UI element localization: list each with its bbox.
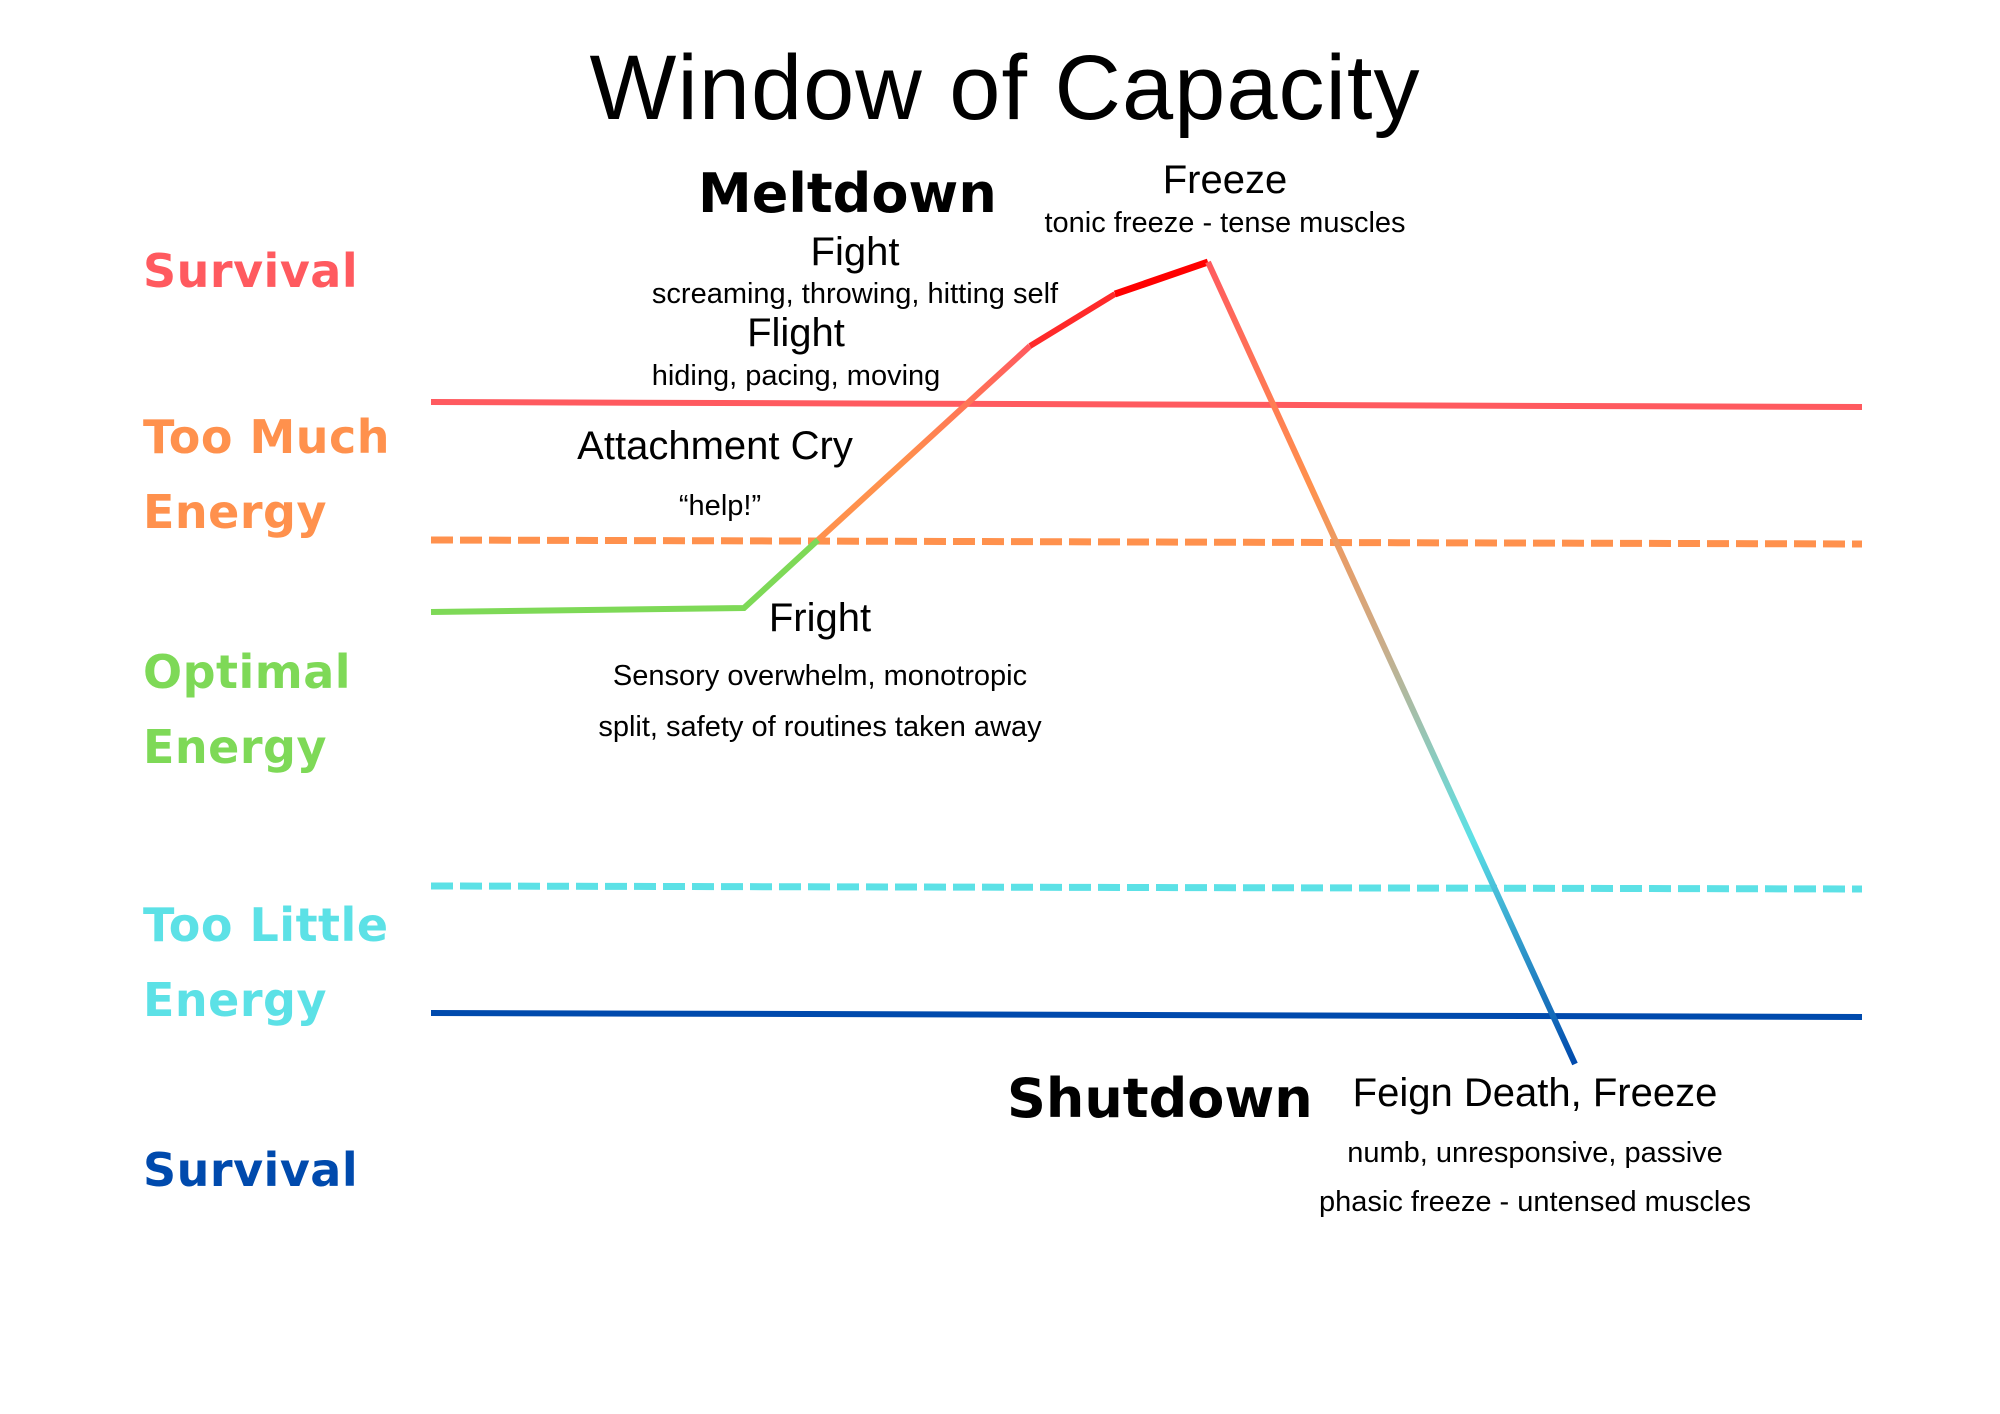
zone-label-too-little-line2: Energy — [143, 973, 327, 1027]
zone-label-upper-survival: Survival — [143, 244, 359, 298]
upper-window-dashed-line — [430, 536, 1863, 548]
freeze-path-segment — [1113, 258, 1210, 298]
feign-death-desc-line2: phasic freeze - untensed muscles — [1319, 1186, 1751, 1218]
fright-title: Fright — [768, 596, 872, 640]
zone-label-lower-survival: Survival — [143, 1143, 359, 1197]
fight-path-segment — [1028, 291, 1117, 349]
feign-death-title: Feign Death, Freeze — [1352, 1071, 1718, 1115]
flight-title: Flight — [747, 311, 845, 355]
freeze-desc: tonic freeze - tense muscles — [1044, 207, 1406, 239]
zone-label-optimal-line2: Energy — [143, 720, 327, 774]
feign-death-desc-line1: numb, unresponsive, passive — [1347, 1137, 1723, 1169]
zone-label-optimal-line1: Optimal — [143, 645, 352, 699]
zone-label-too-much-line1: Too Much — [143, 410, 391, 464]
zone-label-too-much-line2: Energy — [143, 485, 327, 539]
flight-desc: hiding, pacing, moving — [651, 360, 941, 392]
fright-desc-line2: split, safety of routines taken away — [598, 711, 1042, 743]
rising-path-segment — [815, 343, 1033, 543]
attachment-cry-title: Attachment Cry — [577, 424, 853, 468]
optimal-path-segment — [430, 537, 821, 615]
fight-title: Fight — [810, 230, 900, 274]
page-title: Window of Capacity — [589, 37, 1421, 139]
lower-window-dashed-line — [430, 882, 1863, 893]
freeze-title: Freeze — [1162, 158, 1288, 202]
zone-label-too-little-line1: Too Little — [143, 898, 389, 952]
attachment-cry-desc: “help!” — [678, 490, 762, 522]
fright-desc-line1: Sensory overwhelm, monotropic — [612, 660, 1028, 692]
descending-path-segment — [1205, 260, 1578, 1066]
upper-survival-line — [430, 399, 1863, 410]
shutdown-heading: Shutdown — [1007, 1067, 1313, 1130]
meltdown-heading: Meltdown — [698, 162, 997, 225]
fight-desc: screaming, throwing, hitting self — [651, 278, 1059, 310]
lower-survival-line — [430, 1010, 1863, 1020]
